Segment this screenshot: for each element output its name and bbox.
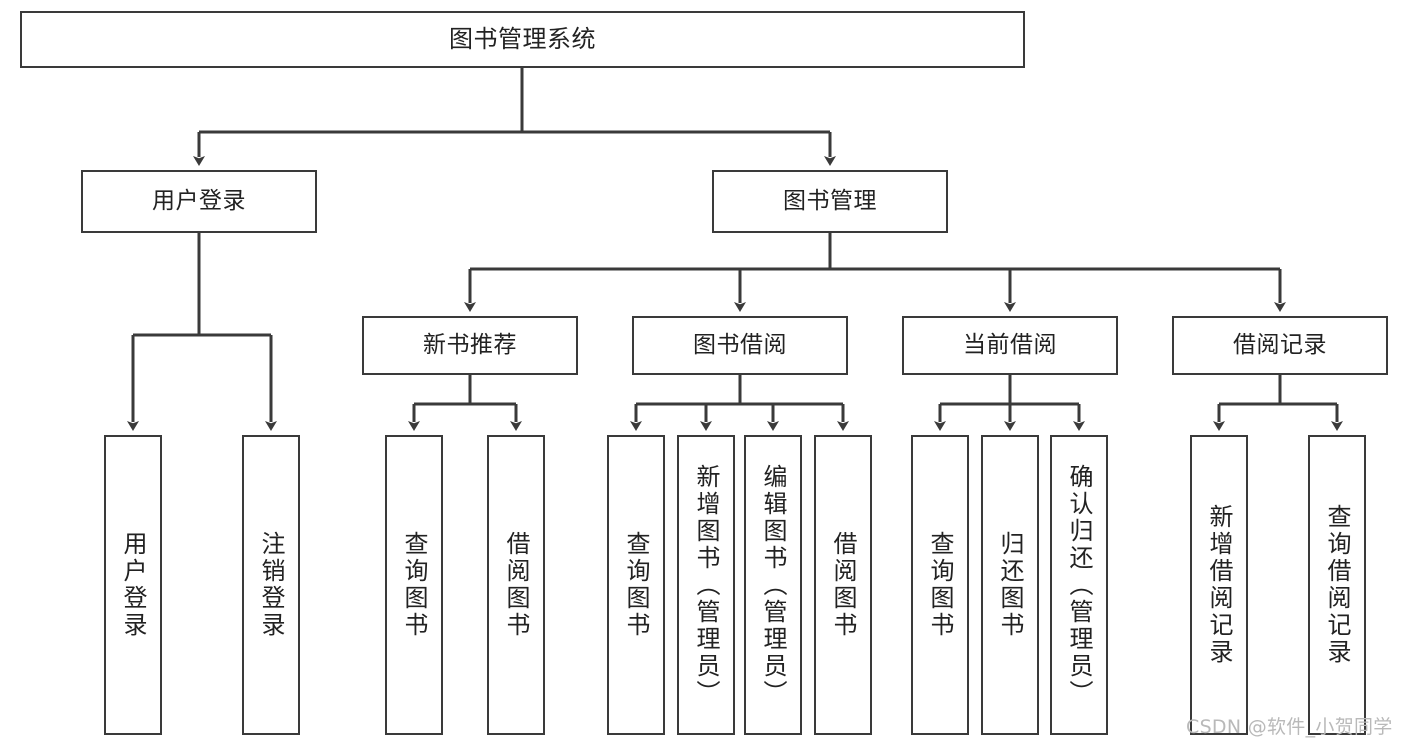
- node-book-borrowing[interactable]: 图书借阅: [632, 316, 848, 375]
- leaf-add-book-admin[interactable]: 新增图书（管理员）: [677, 435, 735, 735]
- leaf-return-book[interactable]: 归还图书: [981, 435, 1039, 735]
- node-label: 借阅图书: [829, 531, 857, 639]
- node-label: 借阅图书: [502, 531, 530, 639]
- node-label: 借阅记录: [1233, 332, 1327, 359]
- leaf-user-login[interactable]: 用户登录: [104, 435, 162, 735]
- node-borrowing-record[interactable]: 借阅记录: [1172, 316, 1388, 375]
- node-label: 确认归还（管理员）: [1065, 463, 1093, 707]
- node-label: 查询借阅记录: [1323, 504, 1351, 666]
- node-current-borrowing[interactable]: 当前借阅: [902, 316, 1118, 375]
- watermark-text: CSDN @软件_小贺同学: [1186, 716, 1393, 738]
- leaf-confirm-return-admin[interactable]: 确认归还（管理员）: [1050, 435, 1108, 735]
- node-book-management[interactable]: 图书管理: [712, 170, 948, 233]
- node-label: 查询图书: [622, 531, 650, 639]
- node-label: 新增借阅记录: [1205, 504, 1233, 666]
- leaf-add-borrow-record[interactable]: 新增借阅记录: [1190, 435, 1248, 735]
- leaf-query-borrow-record[interactable]: 查询借阅记录: [1308, 435, 1366, 735]
- leaf-query-book-current[interactable]: 查询图书: [911, 435, 969, 735]
- node-label: 图书借阅: [693, 332, 787, 359]
- leaf-logout[interactable]: 注销登录: [242, 435, 300, 735]
- leaf-query-book-recommend[interactable]: 查询图书: [385, 435, 443, 735]
- node-root-book-management-system[interactable]: 图书管理系统: [20, 11, 1025, 68]
- node-label: 图书管理系统: [449, 24, 596, 53]
- node-label: 注销登录: [257, 531, 285, 639]
- node-label: 图书管理: [783, 188, 877, 215]
- node-label: 用户登录: [119, 531, 147, 639]
- node-label: 新增图书（管理员）: [692, 463, 720, 707]
- leaf-borrow-book-recommend[interactable]: 借阅图书: [487, 435, 545, 735]
- node-label: 查询图书: [400, 531, 428, 639]
- node-label: 新书推荐: [423, 332, 517, 359]
- leaf-edit-book-admin[interactable]: 编辑图书（管理员）: [744, 435, 802, 735]
- node-new-book-recommendation[interactable]: 新书推荐: [362, 316, 578, 375]
- node-label: 编辑图书（管理员）: [759, 463, 787, 707]
- node-label: 当前借阅: [963, 332, 1057, 359]
- node-label: 查询图书: [926, 531, 954, 639]
- node-user-login[interactable]: 用户登录: [81, 170, 317, 233]
- node-label: 用户登录: [152, 188, 246, 215]
- node-label: 归还图书: [996, 531, 1024, 639]
- leaf-query-book-borrow[interactable]: 查询图书: [607, 435, 665, 735]
- leaf-borrow-book[interactable]: 借阅图书: [814, 435, 872, 735]
